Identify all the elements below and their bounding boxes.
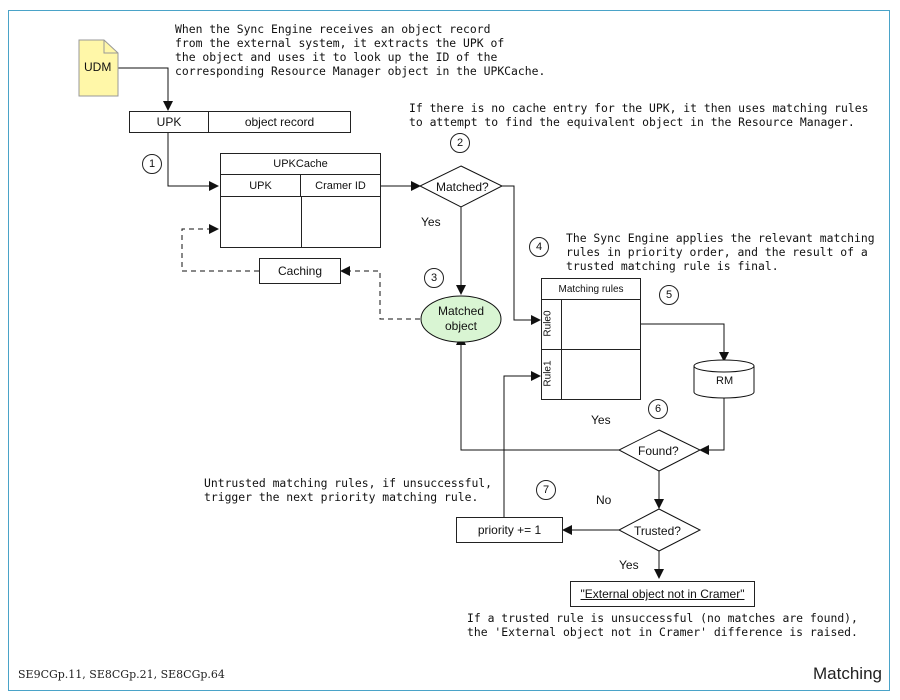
found-decision-label: Found? [638,444,679,458]
matched-object-label: Matched object [437,304,485,333]
edge-matched-no [502,185,541,325]
rule0-label: Rule0 [542,310,554,337]
step-7-badge: 7 [536,480,556,500]
rule1-label: Rule1 [542,360,554,387]
upkcache-col-cramer-id: Cramer ID [301,175,380,197]
upkcache-col-upk-text: UPK [249,179,272,192]
upkcache-title-text: UPKCache [273,158,328,170]
edge-udm-upk [118,67,173,111]
not-in-cramer-box: "External object not in Cramer" [570,581,755,607]
matched-decision-shape [418,165,504,208]
upk-label: UPK [156,115,182,129]
edge-caching-cache [181,224,259,272]
edge-label-matched-yes: Yes [421,215,441,229]
footer-references: SE9CGp.11, SE8CGp.21, SE8CGp.64 [18,668,225,681]
trusted-decision-shape [617,508,702,552]
step-2-badge: 2 [450,133,470,153]
rm-database-icon [693,359,755,399]
note-trusted-fail: If a trusted rule is unsuccessful (no ma… [467,611,858,639]
step-3-badge: 3 [424,268,444,288]
rule0-cell [542,300,562,350]
edge-upk-cache [167,133,219,191]
upkcache-table: UPKCache UPK Cramer ID [220,153,381,248]
note-no-cache: If there is no cache entry for the UPK, … [409,101,869,129]
udm-document-icon [78,39,119,97]
step-5-badge: 5 [659,285,679,305]
matching-rules-table: Matching rules Rule0 Rule1 [541,278,641,400]
upk-cell: UPK [129,111,209,133]
matching-rules-title-text: Matching rules [558,283,624,295]
edge-priority-rule1 [503,371,541,517]
rm-label: RM [716,375,734,387]
priority-increment-label: priority += 1 [477,523,542,537]
matched-decision-label: Matched? [436,180,489,194]
step-4-badge: 4 [529,237,549,257]
caching-box: Caching [259,258,341,284]
step-1-badge: 1 [142,154,162,174]
rule0-body [562,300,640,350]
upkcache-col-upk: UPK [221,175,301,197]
upkcache-title: UPKCache [221,154,380,175]
edge-rules-rm [641,323,729,362]
found-decision-shape [617,429,702,472]
object-record-cell: object record [208,111,351,133]
note-intro: When the Sync Engine receives an object … [175,22,546,78]
matched-object-shape [420,295,502,343]
edge-matched-caching [340,266,420,320]
trusted-decision-label: Trusted? [634,524,681,538]
diagram-frame [8,10,890,691]
edge-label-found-no: No [596,493,612,507]
matching-rules-title: Matching rules [542,279,640,300]
footer-title: Matching [813,664,882,683]
note-untrusted: Untrusted matching rules, if unsuccessfu… [204,476,493,504]
upkcache-divider [301,197,302,247]
upkcache-col-cramer-id-text: Cramer ID [315,179,366,192]
step-6-badge: 6 [648,399,668,419]
note-priority: The Sync Engine applies the relevant mat… [566,231,875,273]
caching-label: Caching [277,264,323,278]
edge-label-found-yes: Yes [591,413,611,427]
rule1-cell [542,350,562,399]
edge-found-yes [456,335,619,451]
udm-label: UDM [84,60,112,74]
object-record-label: object record [244,115,315,129]
priority-increment-box: priority += 1 [456,517,563,543]
edge-label-trusted-yes: Yes [619,558,639,572]
edge-rm-found [699,397,725,455]
not-in-cramer-label: "External object not in Cramer" [580,587,745,601]
